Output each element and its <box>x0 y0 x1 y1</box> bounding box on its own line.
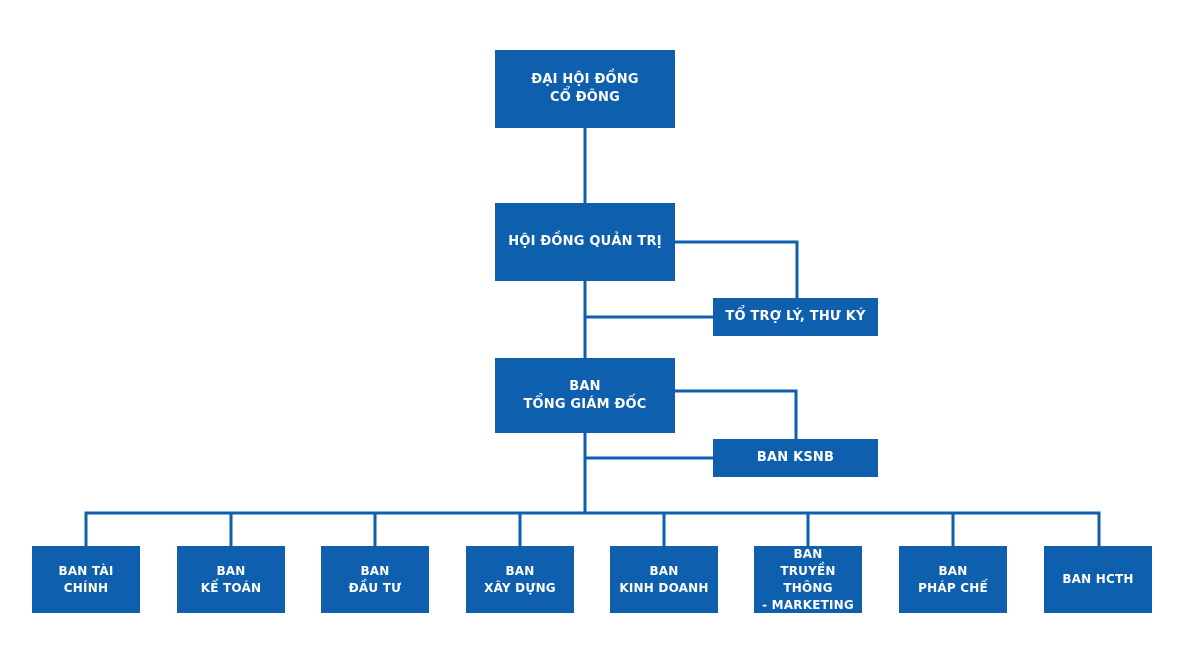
node-investment: BAN ĐẦU TƯ <box>321 546 429 613</box>
node-business: BAN KINH DOANH <box>610 546 718 613</box>
connector-board-assistants-loop <box>673 240 799 300</box>
node-accounting-label: BAN KẾ TOÁN <box>200 563 262 595</box>
node-construction: BAN XÂY DỰNG <box>466 546 574 613</box>
node-construction-label: BAN XÂY DỰNG <box>484 563 556 595</box>
node-assistants-label: TỔ TRỢ LÝ, THƯ KÝ <box>725 309 866 324</box>
node-ksnb: BAN KSNB <box>713 439 878 477</box>
node-marketing: BAN TRUYỀN THÔNG - MARKETING <box>754 546 862 613</box>
connector-ceo-ksnb-loop <box>673 389 798 441</box>
node-admin: BAN HCTH <box>1044 546 1152 613</box>
node-admin-label: BAN HCTH <box>1062 572 1134 586</box>
node-legal: BAN PHÁP CHẾ <box>899 546 1007 613</box>
node-accounting: BAN KẾ TOÁN <box>177 546 285 613</box>
node-assistants: TỔ TRỢ LÝ, THƯ KÝ <box>713 298 878 336</box>
node-ceo: BAN TỔNG GIÁM ĐỐC <box>495 358 675 433</box>
node-shareholders: ĐẠI HỘI ĐỒNG CỔ ĐÔNG <box>495 50 675 128</box>
node-finance: BAN TÀI CHÍNH <box>32 546 140 613</box>
node-business-label: BAN KINH DOANH <box>619 563 709 595</box>
node-marketing-label: BAN TRUYỀN THÔNG - MARKETING <box>762 546 854 612</box>
node-ksnb-label: BAN KSNB <box>756 450 835 465</box>
node-ceo-label: BAN TỔNG GIÁM ĐỐC <box>523 378 647 412</box>
node-board-label: HỘI ĐỒNG QUẢN TRỊ <box>508 234 662 249</box>
node-finance-label: BAN TÀI CHÍNH <box>58 563 114 595</box>
node-investment-label: BAN ĐẦU TƯ <box>348 563 402 595</box>
node-legal-label: BAN PHÁP CHẾ <box>918 563 988 595</box>
node-shareholders-label: ĐẠI HỘI ĐỒNG CỔ ĐÔNG <box>531 72 639 105</box>
node-board: HỘI ĐỒNG QUẢN TRỊ <box>495 203 675 281</box>
